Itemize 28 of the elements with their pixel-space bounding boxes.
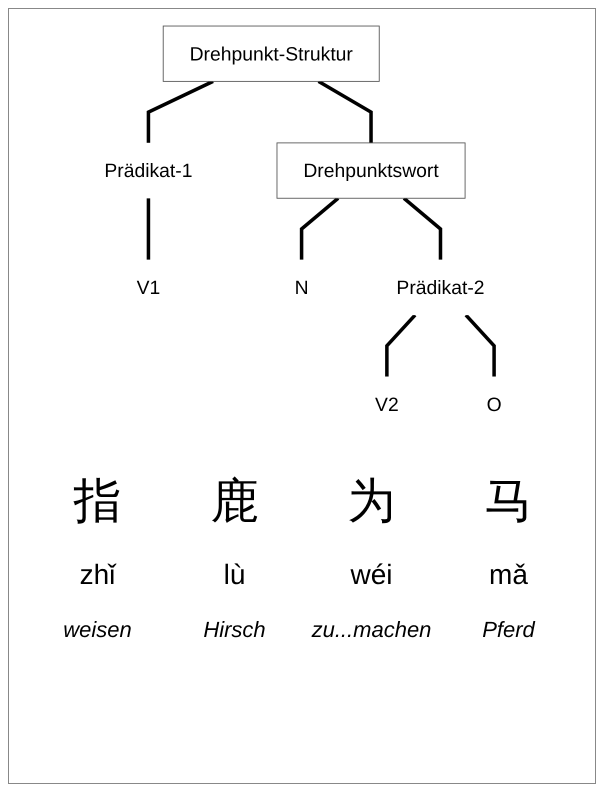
node-text: Prädikat-2 [396, 276, 485, 298]
pinyin-text: mǎ [489, 559, 528, 591]
chinese-character: 鹿 [210, 472, 258, 531]
gloss-text: weisen [63, 617, 132, 643]
chinese-character: 指 [74, 472, 122, 531]
connector [464, 314, 496, 377]
gloss-text: Hirsch [203, 617, 266, 643]
chinese-character: 为 [348, 472, 396, 531]
connector [300, 196, 340, 260]
pinyin-text: lù [224, 559, 246, 591]
connector [385, 314, 416, 377]
gloss-text: Pferd [482, 617, 535, 643]
connector [318, 80, 373, 143]
node-text: Prädikat-1 [104, 160, 192, 182]
connector [402, 196, 442, 260]
pinyin-text: zhǐ [80, 559, 116, 591]
node-box [162, 26, 380, 82]
tree-diagram: Drehpunkt-Struktur Prädikat-1 Drehpunktswort V1 N Prädikat-2 V2 O [19, 19, 587, 439]
chinese-character: 马 [484, 472, 532, 531]
gloss-text: zu...machen [312, 617, 432, 643]
connector [146, 198, 150, 260]
pinyin-text: wéi [350, 559, 392, 591]
node-text: V1 [136, 276, 160, 298]
node-text: N [294, 276, 309, 298]
node-box [276, 142, 466, 199]
node-text: V2 [375, 393, 399, 416]
node-text: O [486, 393, 502, 416]
connector [146, 80, 214, 143]
